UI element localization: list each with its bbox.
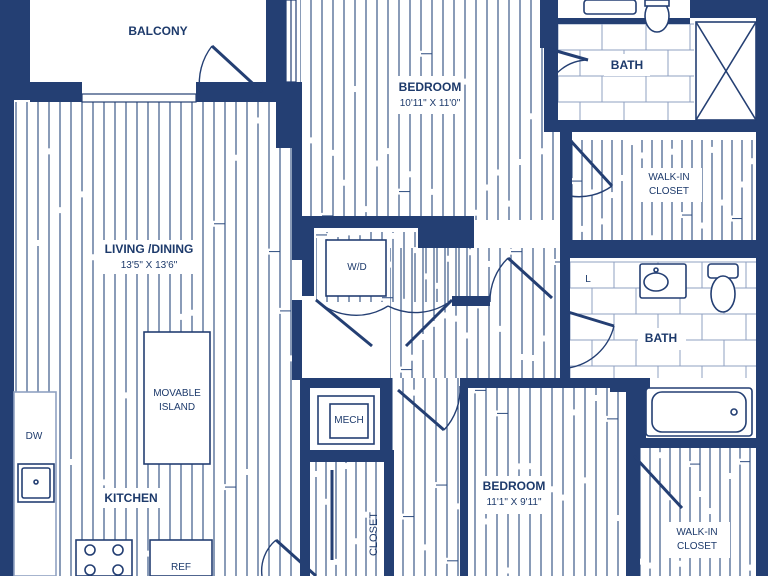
balcony-label: BALCONY	[128, 24, 188, 38]
bath-1-label: BATH	[610, 58, 644, 72]
bedroom-1-size: 10'11" X 11'0"	[399, 98, 461, 109]
toilet-2	[710, 275, 736, 313]
floor-lines-c-hall	[390, 248, 560, 378]
linen-label: L	[585, 274, 591, 285]
mech-label: MECH	[334, 415, 364, 426]
bath-2-label: BATH	[644, 331, 678, 345]
bedroom-1-label: BEDROOM	[398, 80, 462, 94]
washer-dryer	[325, 239, 387, 297]
bedroom-2-size: 11'1" X 9'11"	[486, 497, 542, 508]
floor-lines-c-clos	[306, 462, 377, 576]
mech-unit	[329, 403, 369, 439]
bedroom-2-label: BEDROOM	[482, 479, 546, 493]
island-line1: MOVABLE	[153, 388, 201, 399]
label-backgrounds	[100, 14, 730, 558]
walk-in-closet-2-line2: CLOSET	[676, 541, 718, 552]
balcony-frames	[81, 0, 297, 103]
floor-lines-c-living	[15, 102, 292, 576]
movable-island	[143, 331, 211, 465]
fixtures	[13, 0, 757, 576]
walk-in-closet-1-line1: WALK-IN	[648, 172, 690, 183]
walk-in-closet-2-line1: WALK-IN	[676, 527, 718, 538]
island-line2: ISLAND	[158, 402, 196, 413]
floor-lines-c-fill1	[392, 378, 459, 576]
closet-label: CLOSET	[367, 511, 380, 557]
refrigerator-label: REF	[171, 562, 191, 573]
toilet	[644, 0, 670, 33]
washer-dryer-label: W/D	[347, 262, 367, 273]
living-dining-size: 13'5" X 13'6"	[120, 260, 178, 271]
floor-lines-c-bed2	[464, 388, 634, 576]
dishwasher-label: DW	[25, 431, 43, 442]
living-dining-label: LIVING /DINING	[104, 242, 194, 256]
refrigerator	[149, 539, 213, 576]
kitchen-label: KITCHEN	[104, 491, 158, 505]
walk-in-closet-1-line2: CLOSET	[648, 186, 690, 197]
doors	[198, 44, 684, 576]
